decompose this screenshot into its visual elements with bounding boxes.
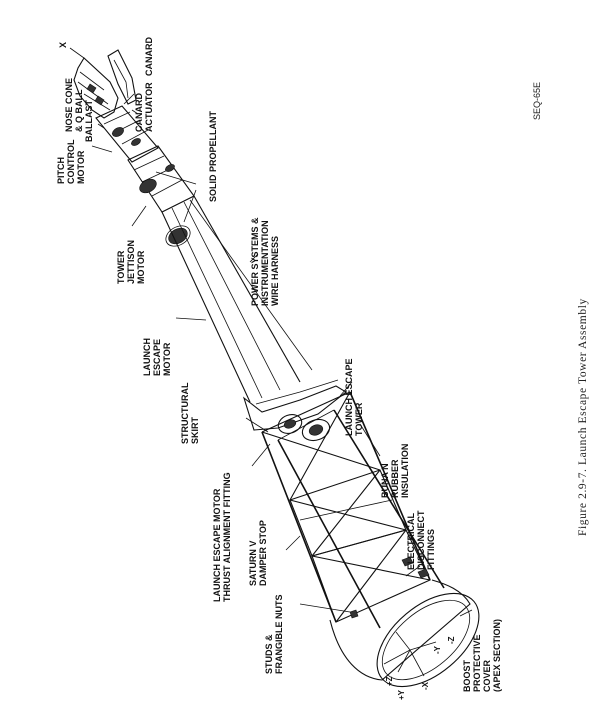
label-thrust-line1: LAUNCH ESCAPE MOTOR [212,488,222,602]
label-studs-line1: STUDS & [264,634,274,674]
label-nose-cone: NOSE CONE & Q BALL [59,74,84,132]
label-launch-escape-motor: LAUNCH ESCAPE MOTOR [137,334,172,376]
launch-escape-tower-truss [261,391,445,629]
structural-skirt-shape [242,379,347,442]
label-pitch-control-line3: MOTOR [76,150,86,184]
label-saturn-v: SATURN V DAMPER STOP [243,520,268,586]
label-les-motor-line1: LAUNCH [142,338,152,376]
page-id: SEQ-65E [532,82,542,120]
label-launch-escape-tower: LAUNCH ESCAPE TOWER [339,354,364,436]
label-elec-line1: ELECTRICAL [406,513,416,570]
axis-label-minus-z: -Z [447,636,456,644]
label-power-systems-line3: WIRE HARNESS [270,236,280,306]
label-buna-n: BUNA N RUBBER INSULATION [375,444,410,498]
axis-label-minus-x: -X [421,681,430,690]
part-labels: X NOSE CONE & Q BALL CANARD CANARD ACTUA… [51,37,502,700]
label-les-motor-line2: ESCAPE [152,339,162,376]
label-solid-propellant: SOLID PROPELLANT [208,110,218,202]
label-tower-jettison-line3: MOTOR [136,250,146,284]
label-saturn-line1: SATURN V [248,541,258,586]
label-elec-line3: FITTINGS [426,529,436,570]
label-boost-cover: BOOST PROTECTIVE COVER (APEX SECTION) [457,619,502,692]
label-buna-line2: RUBBER [390,459,400,498]
axis-label-plus-y: +Y [397,689,406,700]
canard-shape [107,49,137,105]
label-tower-jettison-line1: TOWER [116,250,126,284]
label-canard-actuator: CANARD ACTUATOR [129,82,154,132]
label-studs-line2: FRANGIBLE NUTS [274,595,284,675]
label-skirt-line1: STRUCTURAL [180,382,190,444]
label-thrust-line2: THRUST ALIGNMENT FITTING [222,472,232,602]
label-nose-cone-line2: & Q BALL [74,89,84,132]
label-canard: CANARD [144,37,154,76]
leader-lines [91,93,473,617]
label-buna-line3: INSULATION [400,444,410,498]
label-les-motor-line3: MOTOR [162,342,172,376]
label-tower-jettison-line2: JETTISON [126,240,136,284]
label-boost-line3: COVER [482,659,492,692]
launch-escape-assembly-drawing [69,47,480,688]
label-thrust-alignment: LAUNCH ESCAPE MOTOR THRUST ALIGNMENT FIT… [207,472,232,602]
x-axis-label-top: X [58,42,68,48]
label-skirt-line2: SKIRT [190,416,200,444]
label-power-systems-line2: INSTRUMENTATION [260,220,270,306]
label-saturn-line2: DAMPER STOP [258,520,268,586]
launch-escape-motor-shape [161,195,313,403]
label-pitch-control-motor: PITCH CONTROL MOTOR [51,135,86,184]
label-les-tower-line2: TOWER [354,402,364,436]
label-electrical-disconnect: ELECTRICAL DISCONNECT FITTINGS [401,506,436,570]
label-power-systems: POWER SYSTEMS & INSTRUMENTATION WIRE HAR… [245,213,280,306]
label-studs: STUDS & FRANGIBLE NUTS [259,595,284,675]
coordinate-axes [383,631,437,677]
label-canard-actuator-line1: CANARD [134,93,144,132]
label-buna-line1: BUNA N [380,463,390,498]
label-elec-line2: DISCONNECT [416,510,426,570]
pitch-control-section [95,105,159,163]
label-nose-cone-line1: NOSE CONE [64,78,74,132]
axis-label-minus-y: -Y [433,645,442,654]
label-pitch-control-line1: PITCH [56,157,66,184]
tower-jettison-motor-shape [127,145,195,247]
nose-cone-shape [69,47,119,119]
figure-caption: Figure 2.9-7. Launch Escape Tower Assemb… [577,298,589,536]
label-boost-line2: PROTECTIVE [472,634,482,692]
label-boost-line1: BOOST [462,659,472,692]
label-pitch-control-line2: CONTROL [66,139,76,184]
label-power-systems-line1: POWER SYSTEMS & [250,217,260,306]
label-structural-skirt: STRUCTURAL SKIRT [175,378,200,444]
label-canard-actuator-line2: ACTUATOR [144,82,154,132]
label-ballast: BALLAST [84,100,94,142]
label-les-tower-line1: LAUNCH ESCAPE [344,358,354,436]
boost-protective-cover-shape [329,579,480,688]
label-boost-line4: (APEX SECTION) [492,619,502,692]
axis-label-plus-z: +Z [385,676,394,686]
label-tower-jettison-motor: TOWER JETTISON MOTOR [111,236,146,284]
